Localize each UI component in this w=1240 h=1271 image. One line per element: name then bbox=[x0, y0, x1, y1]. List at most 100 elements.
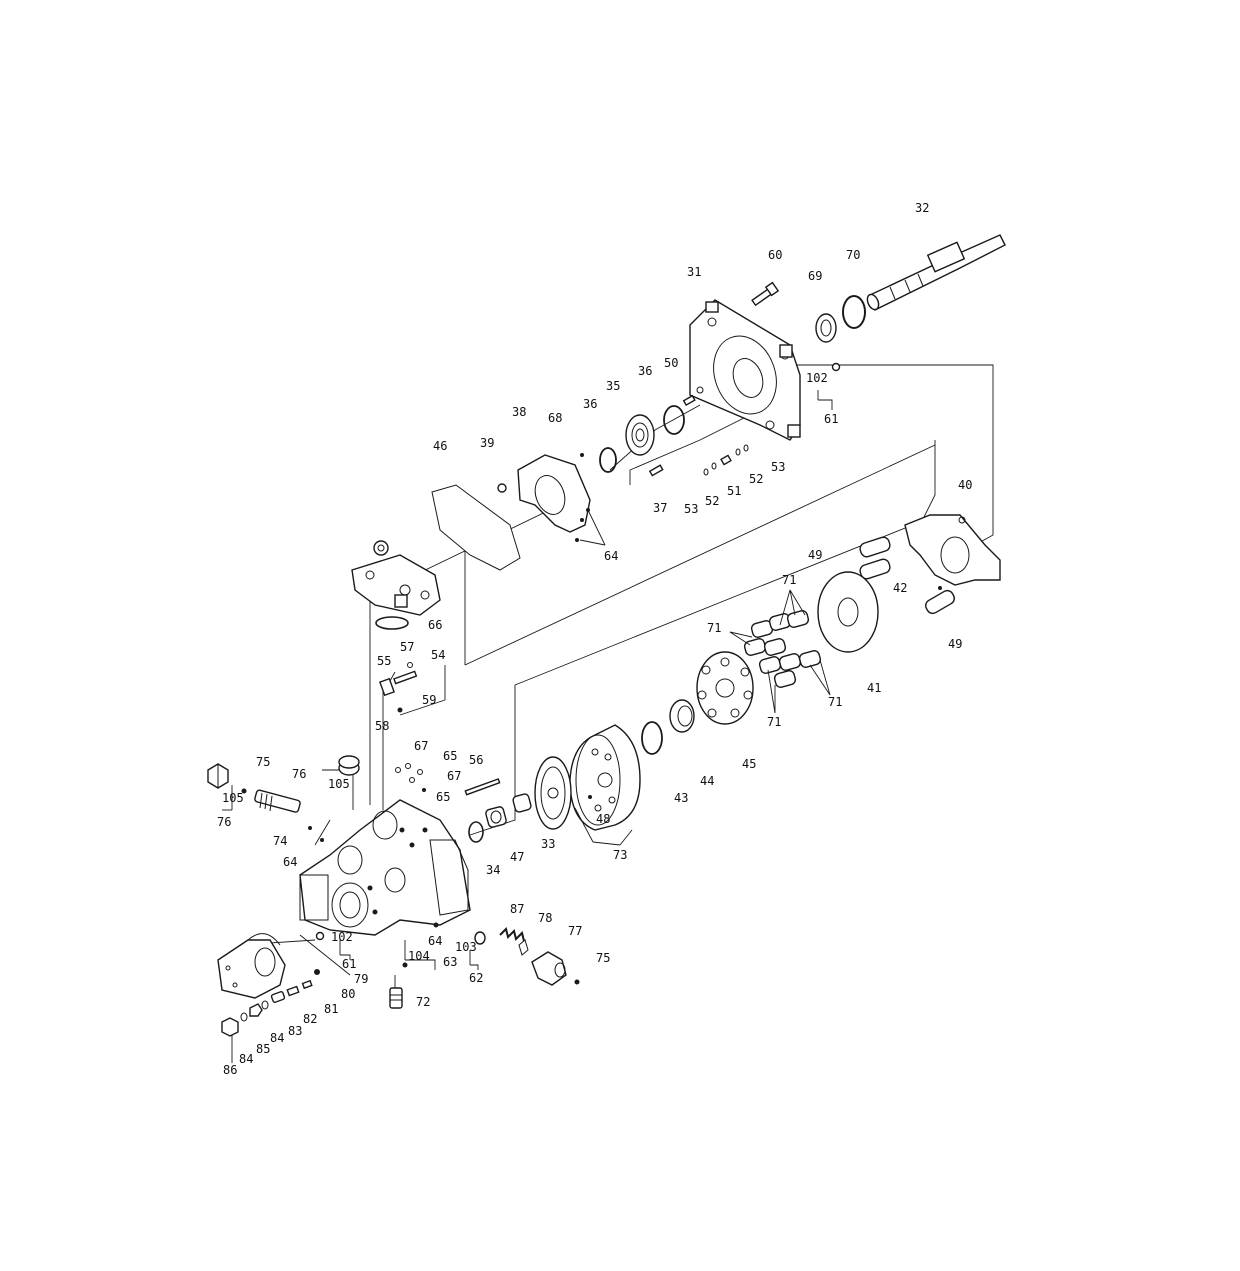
label-35: 35 bbox=[606, 379, 620, 393]
plug-76-top bbox=[338, 755, 360, 776]
label-73: 73 bbox=[613, 848, 627, 862]
plugs-65-67 bbox=[395, 763, 426, 792]
label-43: 43 bbox=[674, 791, 688, 805]
label-76-left: 76 bbox=[217, 815, 231, 829]
label-58: 58 bbox=[375, 719, 389, 733]
label-42: 42 bbox=[893, 581, 907, 595]
pins-64-upper bbox=[575, 508, 606, 546]
label-54: 54 bbox=[431, 648, 445, 662]
label-105-left: 105 bbox=[222, 791, 244, 805]
label-102-upper: 102 bbox=[806, 371, 828, 385]
label-71-bottom: 71 bbox=[767, 715, 781, 729]
swash-plate bbox=[904, 514, 1001, 586]
label-55: 55 bbox=[377, 654, 391, 668]
label-48: 48 bbox=[596, 812, 610, 826]
valve-plate-48 bbox=[534, 756, 592, 830]
label-80: 80 bbox=[341, 987, 355, 1001]
label-53-right: 53 bbox=[771, 460, 785, 474]
ball-guide-44 bbox=[669, 699, 695, 733]
label-31: 31 bbox=[687, 265, 701, 279]
label-51: 51 bbox=[727, 484, 741, 498]
shim-36-upper bbox=[663, 405, 685, 435]
label-67-lower: 67 bbox=[447, 769, 461, 783]
shaft bbox=[866, 234, 1006, 311]
part-number-labels: 32 60 70 31 69 50 102 61 35 36 36 38 68 … bbox=[217, 201, 972, 1077]
label-64-left: 64 bbox=[283, 855, 297, 869]
label-81: 81 bbox=[324, 1002, 338, 1016]
swash-cradle bbox=[517, 453, 591, 533]
label-67-upper: 67 bbox=[414, 739, 428, 753]
label-50: 50 bbox=[664, 356, 678, 370]
label-64-lower: 64 bbox=[428, 934, 442, 948]
guide-73c bbox=[592, 841, 621, 846]
label-53-left: 53 bbox=[684, 502, 698, 516]
label-76-top: 76 bbox=[292, 767, 306, 781]
retainer-plate-45 bbox=[696, 651, 754, 725]
label-74: 74 bbox=[273, 834, 287, 848]
label-87: 87 bbox=[510, 902, 524, 916]
label-63: 63 bbox=[443, 955, 457, 969]
label-61-upper: 61 bbox=[824, 412, 838, 426]
label-57: 57 bbox=[400, 640, 414, 654]
label-41: 41 bbox=[867, 681, 881, 695]
label-86: 86 bbox=[223, 1063, 237, 1077]
plug-103 bbox=[474, 931, 486, 945]
label-65-upper: 65 bbox=[443, 749, 457, 763]
label-34: 34 bbox=[486, 863, 500, 877]
gasket-46 bbox=[431, 484, 521, 571]
label-37: 37 bbox=[653, 501, 667, 515]
label-85: 85 bbox=[256, 1042, 270, 1056]
control-valve bbox=[351, 540, 441, 616]
front-housing bbox=[689, 299, 801, 441]
label-60: 60 bbox=[768, 248, 782, 262]
bolt-39 bbox=[497, 483, 507, 493]
spring-87 bbox=[499, 927, 525, 942]
label-71-right: 71 bbox=[828, 695, 842, 709]
label-65-lower: 65 bbox=[436, 790, 450, 804]
small-seals-51-53 bbox=[703, 444, 749, 476]
label-33: 33 bbox=[541, 837, 555, 851]
relief-parts-79-86 bbox=[221, 969, 320, 1037]
label-68: 68 bbox=[548, 411, 562, 425]
shim-36-lower bbox=[599, 447, 617, 473]
label-36-upper: 36 bbox=[638, 364, 652, 378]
label-83: 83 bbox=[288, 1024, 302, 1038]
plug-102-lower bbox=[315, 931, 325, 941]
label-69: 69 bbox=[808, 269, 822, 283]
label-84-right: 84 bbox=[270, 1031, 284, 1045]
label-47: 47 bbox=[510, 850, 524, 864]
label-71-top: 71 bbox=[782, 573, 796, 587]
o-ring-34 bbox=[468, 821, 484, 843]
label-40: 40 bbox=[958, 478, 972, 492]
pin-56 bbox=[464, 778, 501, 796]
label-77: 77 bbox=[568, 924, 582, 938]
label-56: 56 bbox=[469, 753, 483, 767]
label-32: 32 bbox=[915, 201, 929, 215]
label-105-top: 105 bbox=[328, 777, 350, 791]
label-49-upper: 49 bbox=[808, 548, 822, 562]
snap-ring-70 bbox=[842, 295, 866, 329]
label-62: 62 bbox=[469, 971, 483, 985]
fitting-72 bbox=[389, 922, 439, 1009]
label-36-lower: 36 bbox=[583, 397, 597, 411]
label-59: 59 bbox=[422, 693, 436, 707]
label-75-right: 75 bbox=[596, 951, 610, 965]
pin-37 bbox=[648, 464, 664, 477]
label-102-lower: 102 bbox=[331, 930, 353, 944]
seal-69 bbox=[815, 313, 837, 343]
link-assembly bbox=[379, 662, 418, 713]
pin-50 bbox=[682, 394, 696, 407]
guide-73a bbox=[574, 807, 594, 843]
label-82: 82 bbox=[303, 1012, 317, 1026]
label-75-left: 75 bbox=[256, 755, 270, 769]
label-38: 38 bbox=[512, 405, 526, 419]
label-84-left: 84 bbox=[239, 1052, 253, 1066]
label-79: 79 bbox=[354, 972, 368, 986]
thrust-plate-41 bbox=[817, 571, 879, 653]
plug-102-61 bbox=[831, 362, 841, 372]
label-70: 70 bbox=[846, 248, 860, 262]
bolt-60 bbox=[751, 281, 780, 307]
label-104: 104 bbox=[408, 949, 430, 963]
label-61-lower: 61 bbox=[342, 957, 356, 971]
